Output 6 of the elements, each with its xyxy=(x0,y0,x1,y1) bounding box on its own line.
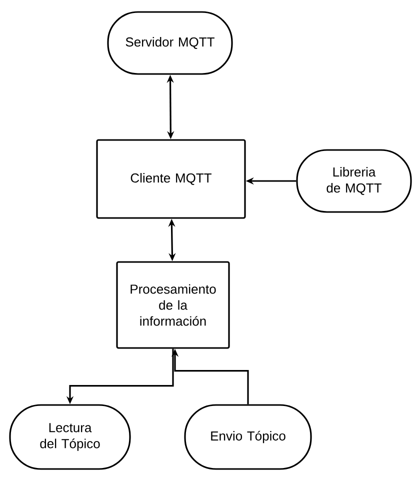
terminal-node: Lectura del Tópico xyxy=(9,404,131,470)
terminal-node: Libreria de MQTT xyxy=(296,149,412,213)
process-box: Cliente MQTT xyxy=(96,139,246,219)
terminal-node: Envio Tópico xyxy=(184,404,312,470)
terminal-node: Servidor MQTT xyxy=(107,11,233,75)
process-box: Procesamiento de la información xyxy=(116,261,230,349)
